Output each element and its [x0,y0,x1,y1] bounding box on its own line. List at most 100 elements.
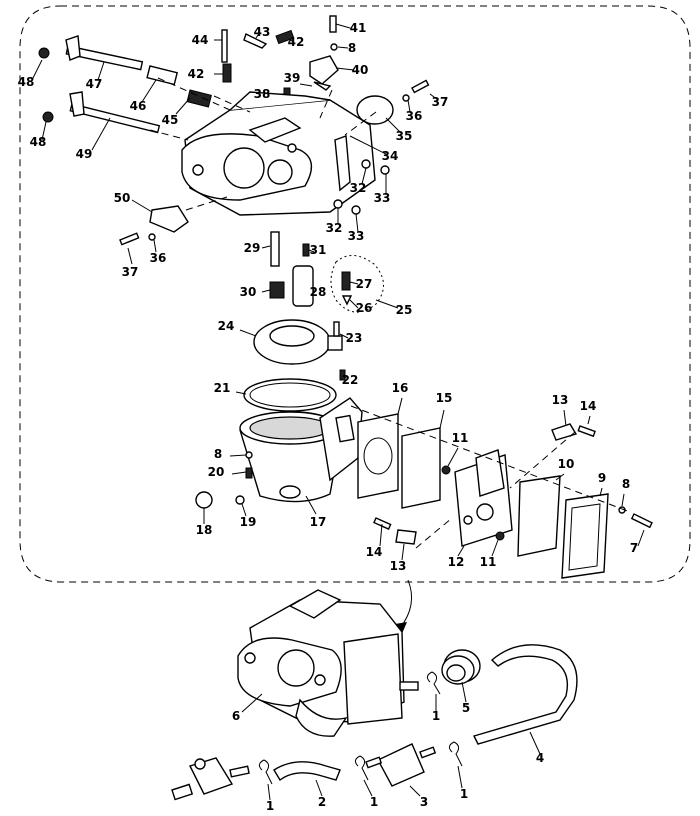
callout-leader [299,83,313,87]
fitting-screw-14-upper [577,425,596,438]
callout-leader [289,39,295,43]
callout-leader [255,31,261,39]
part-number-label: 5 [462,701,470,715]
main-jet [269,281,285,299]
pilot-jet [302,243,310,257]
callout-leader [141,79,157,103]
part-number-label: 42 [188,67,205,81]
part-number-label: 17 [310,515,327,529]
callout-leader [587,415,591,425]
part-number-label: 38 [254,87,271,101]
assembly-arrow [399,579,413,629]
washer-36-upper [402,94,410,102]
hose-clip-1-b [258,759,273,785]
callout-leader [261,245,271,249]
callout-leader [491,539,499,557]
callout-leader [308,249,315,253]
link-plate [309,55,339,85]
callout-leader [229,454,247,457]
part-number-label: 7 [630,541,638,555]
part-number-label: 4 [536,751,544,765]
callout-leader [241,693,263,713]
callout-leader [599,487,603,497]
callout-leader [339,333,349,339]
part-number-label: 1 [460,787,468,801]
washer-32-a [361,159,371,169]
part-number-label: 26 [356,301,373,315]
callout-leader [343,375,347,379]
part-number-label: 3 [420,795,428,809]
part-number-label: 11 [452,431,469,445]
inline-fuel-filter [365,743,437,787]
part-number-label: 8 [622,477,630,491]
callout-leader [41,121,47,141]
part-number-label: 29 [244,241,261,255]
callout-leader [31,59,43,81]
callout-leader [621,493,625,507]
part-number-label: 46 [130,99,147,113]
plate-screw [329,15,337,33]
part-number-label: 21 [214,381,231,395]
float-bowl [239,397,363,503]
part-number-label: 25 [396,303,413,317]
part-number-label: 6 [232,709,240,723]
callout-leader [241,503,247,517]
clip-39 [313,81,332,91]
part-number-label: 20 [208,465,225,479]
part-number-label: 40 [352,63,369,77]
idle-needle [243,33,268,49]
callout-leader [439,409,445,429]
fuel-hose-2 [273,761,341,782]
callout-leader [457,545,465,557]
fitting-33-b [351,205,361,215]
screw-37-lower [119,232,140,246]
shaft-sleeve [146,65,179,86]
washer-32-b [333,199,343,209]
part-number-label: 2 [318,795,326,809]
part-number-label: 33 [374,191,391,205]
callout-leader [97,61,105,81]
part-number-label: 15 [436,391,453,405]
callout-leader [409,785,421,797]
bowl-gasket-inner [249,382,331,408]
part-number-label: 34 [382,149,399,163]
needle-clip [341,295,353,306]
part-number-label: 49 [76,147,93,161]
callout-leader [127,247,133,265]
part-number-label: 45 [162,113,179,127]
part-number-label: 12 [448,555,465,569]
exploded-view-frame [19,5,691,583]
part-number-label: 37 [432,95,449,109]
part-number-label: 30 [240,285,257,299]
pump-plate-15 [401,427,441,509]
callout-leader [312,287,315,293]
callout-leader [355,213,359,233]
float-pin-screw [339,369,346,381]
part-number-label: 24 [218,319,235,333]
pump-washer-11-a [441,465,451,475]
part-number-label: 13 [390,559,407,573]
idle-spring-lower [222,63,232,83]
callout-leader [349,299,359,309]
part-number-label: 13 [552,393,569,407]
callout-leader [457,765,463,789]
pump-gasket-16-hole [363,437,393,475]
part-number-label: 32 [326,221,343,235]
callout-leader [375,299,399,309]
callout-leader [131,199,153,213]
fuel-valve [171,757,250,801]
callout-leader [235,391,247,395]
callout-leader [153,239,157,253]
callout-leader [91,117,111,151]
jet-holder [292,265,314,307]
part-number-label: 23 [346,331,363,345]
assembly-arrow-head [395,622,407,636]
cover-screw-7 [630,513,653,529]
choke-shaft [38,35,144,71]
bowl-washer-8 [245,451,253,459]
part-number-label: 27 [356,277,373,291]
part-number-label: 50 [114,191,131,205]
part-number-label: 9 [598,471,606,485]
part-number-label: 10 [558,457,575,471]
